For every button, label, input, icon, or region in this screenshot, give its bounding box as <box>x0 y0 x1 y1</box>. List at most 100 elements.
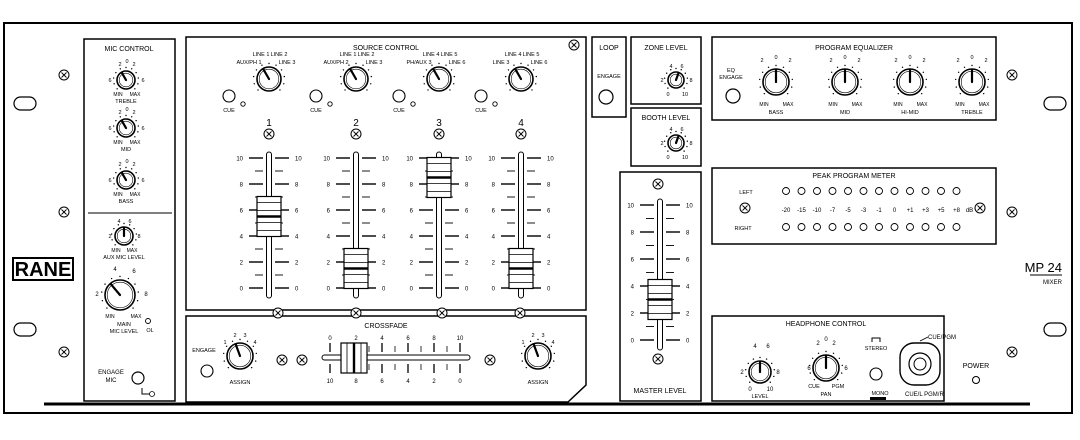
knob-min-label: MIN <box>105 314 115 320</box>
mic-bass-knob[interactable] <box>112 166 140 190</box>
program-eq-title: PROGRAM EQUALIZER <box>815 45 893 52</box>
crossfade-assign-left-knob[interactable] <box>223 338 257 370</box>
knob-scale-label: 0 <box>125 59 128 65</box>
eq-mid-knob[interactable] <box>828 64 862 96</box>
knob-scale-label: 2 <box>660 78 663 84</box>
headphone-jack[interactable] <box>899 342 941 386</box>
input-selector-knob-4[interactable] <box>504 62 538 92</box>
screw-icon <box>263 128 275 140</box>
loop-engage-button[interactable] <box>598 89 614 105</box>
main-mic-level-knob[interactable] <box>101 275 139 311</box>
cue-led-3 <box>410 101 416 107</box>
cue-button-1[interactable] <box>222 89 236 103</box>
mic-engage-button[interactable] <box>131 371 145 385</box>
crossfade-scale-top: 8 <box>432 336 436 342</box>
cue-button-4[interactable] <box>474 89 488 103</box>
knob-pointer <box>120 171 128 182</box>
crossfader-cap[interactable] <box>340 342 368 374</box>
meter-scale-label: +5 <box>938 208 946 214</box>
headphone-level-knob[interactable] <box>744 356 776 384</box>
stereo-indicator-icon <box>871 337 881 342</box>
fader-cap[interactable] <box>508 247 534 290</box>
knob-scale-label: 4 <box>117 219 120 225</box>
selector-label: LINE 6 <box>531 60 548 66</box>
eq-bass-knob[interactable] <box>759 64 793 96</box>
crossfade-scale-bottom: 4 <box>406 379 410 385</box>
stereo-mono-button[interactable] <box>869 367 883 381</box>
meter-led-right <box>828 223 837 231</box>
meter-scale-label: -5 <box>845 208 851 214</box>
headphone-pan-knob[interactable] <box>809 350 843 382</box>
loop-section: LOOP ENGAGE <box>591 36 627 118</box>
eq-engage-button[interactable] <box>725 88 741 104</box>
fader-cap[interactable] <box>647 278 673 321</box>
input-selector-knob-3[interactable] <box>422 62 456 92</box>
fader-cap[interactable] <box>343 247 369 290</box>
screw-icon <box>58 206 70 218</box>
knob-scale-label: 2 <box>956 58 959 64</box>
crossfade-scale-top: 0 <box>328 336 332 342</box>
fader-scale-label: 8 <box>295 183 299 189</box>
knob-label: LEVEL <box>751 394 768 400</box>
knob-scale-label: 6 <box>141 78 144 84</box>
fader-cap[interactable] <box>426 156 452 199</box>
crossfade-scale-bottom: 2 <box>432 379 436 385</box>
fader-scale-label: 2 <box>240 261 244 267</box>
screw-icon <box>739 202 751 214</box>
crossfade-scale-top: 10 <box>457 336 464 342</box>
loop-engage-label: ENGAGE <box>597 74 621 80</box>
meter-right-label: RIGHT <box>734 226 752 232</box>
knob-pointer <box>262 68 271 81</box>
fader-scale-label: 10 <box>236 157 243 163</box>
cue-label: CUE <box>475 108 487 114</box>
knob-scale-label: 6 <box>128 219 131 225</box>
loop-title: LOOP <box>599 45 619 52</box>
fader-scale-label: 8 <box>686 231 690 237</box>
knob-pointer <box>120 71 128 82</box>
mic-mid-knob[interactable] <box>112 114 140 138</box>
channel-number: 1 <box>266 118 272 129</box>
crossfade-engage-button[interactable] <box>200 364 214 378</box>
crossfade-scale-top: 6 <box>406 336 410 342</box>
screw-icon <box>272 307 284 319</box>
eq-treble-knob[interactable] <box>955 64 989 96</box>
meter-led-left <box>937 187 945 195</box>
fader-scale-label: 4 <box>686 285 690 291</box>
crossfade-assign-right-knob[interactable] <box>521 338 555 370</box>
fader-scale-label: 6 <box>295 209 299 215</box>
cue-button-2[interactable] <box>309 89 323 103</box>
knob-label: MAIN <box>117 322 131 328</box>
fader-cap[interactable] <box>256 195 282 238</box>
knob-label: BASS <box>119 199 134 205</box>
fader-scale-label: 0 <box>295 287 299 293</box>
input-selector-knob-1[interactable] <box>252 62 286 92</box>
assign-scale-label: 2 <box>233 333 236 339</box>
knob-scale-label: 2 <box>132 62 135 68</box>
input-selector-knob-2[interactable] <box>339 62 373 92</box>
fader-scale-label: 0 <box>382 287 386 293</box>
knob-pointer <box>514 68 523 81</box>
mic-treble-knob[interactable] <box>112 66 140 90</box>
knob-scale-label: 2 <box>118 162 121 168</box>
zone-level-knob[interactable] <box>663 67 689 89</box>
cue-button-3[interactable] <box>392 89 406 103</box>
meter-led-right <box>921 223 930 231</box>
booth-level-knob[interactable] <box>663 130 689 152</box>
knob-scale-label: 2 <box>984 58 987 64</box>
aux-mic-level-knob[interactable] <box>110 222 138 246</box>
knob-min-label: MIN <box>113 140 123 146</box>
knob-scale-label: 4 <box>113 267 117 273</box>
selector-label: LINE 1 <box>340 52 357 58</box>
meter-led-left <box>828 187 837 195</box>
selector-label: LINE 4 <box>423 52 440 58</box>
assign-scale-label: 3 <box>541 333 544 339</box>
meter-left-label: LEFT <box>739 190 753 196</box>
eq-hi-mid-knob[interactable] <box>893 64 927 96</box>
knob-scale-label: 2 <box>922 58 925 64</box>
